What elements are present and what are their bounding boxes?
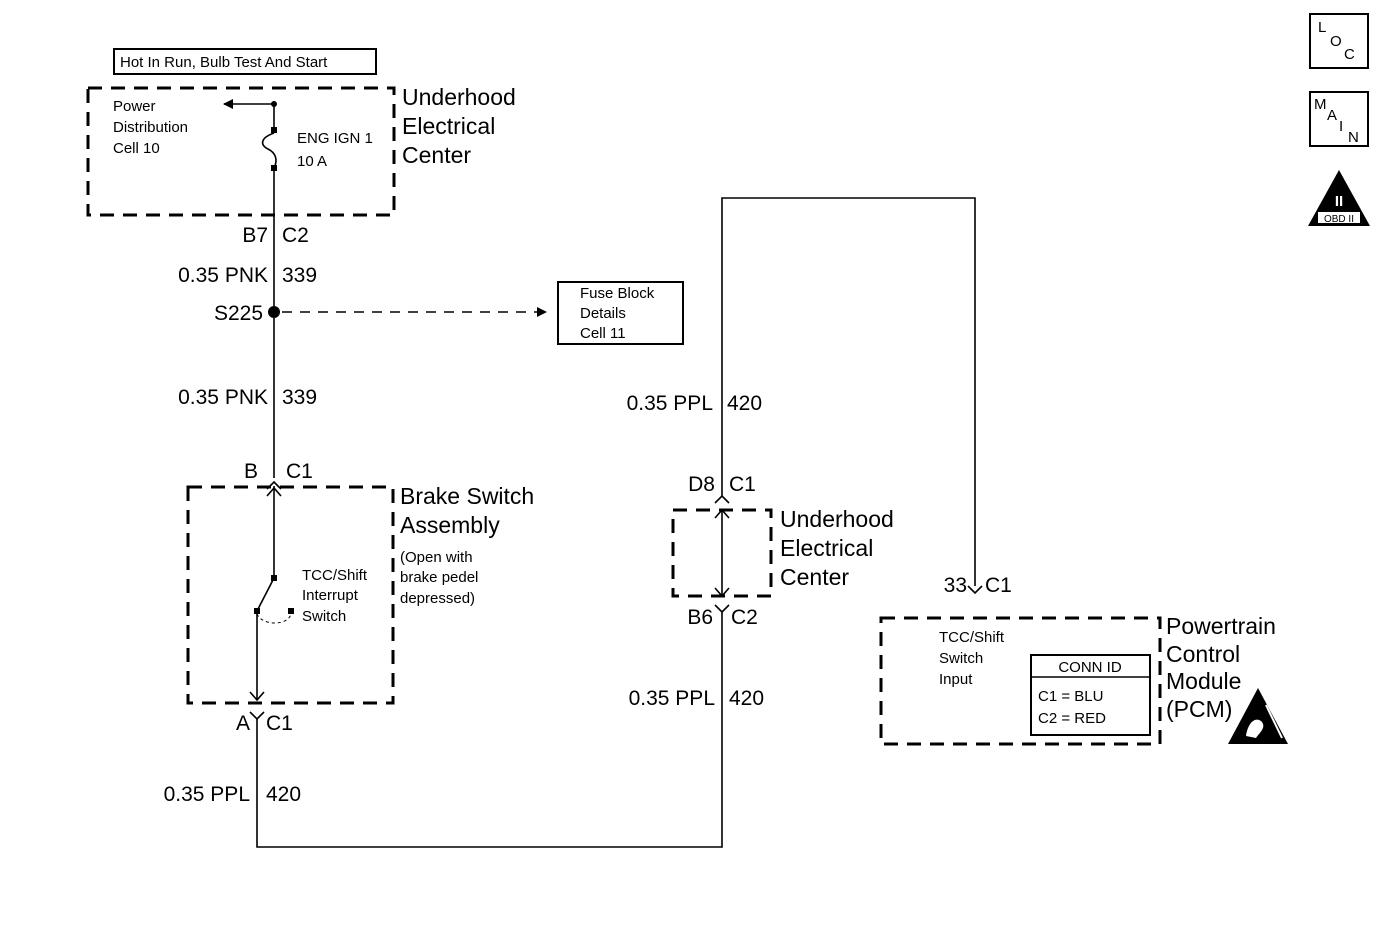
fuse-rating: 10 A [297, 153, 327, 170]
conn-id-box [1030, 654, 1151, 736]
underhood-mid-jumper-arrow-bottom [714, 587, 730, 598]
fuse-terminal-top [271, 127, 277, 133]
underhood-mid-jumper-arrow-top [714, 508, 730, 519]
fuse-block-line-3: Cell 11 [580, 325, 626, 342]
underhood-top-boundary [86, 86, 396, 217]
wire-420-brake-gauge: 0.35 PPL [164, 783, 250, 806]
power-dist-line-2: Distribution [113, 119, 188, 136]
brake-note-3: depressed) [400, 590, 475, 607]
main-letter-i: I [1339, 118, 1343, 135]
pcm-title-2: Control [1166, 641, 1240, 667]
brake-internal-top-arrow [266, 486, 282, 497]
loc-letter-o: O [1330, 33, 1342, 50]
fuse-block-line-1: Fuse Block [580, 285, 655, 302]
obd-ii-icon[interactable]: II OBD II [1308, 170, 1370, 226]
underhood-top-title-1: Underhood [402, 84, 516, 110]
underhood-mid-title-1: Underhood [780, 506, 894, 532]
conn-id-row-2: C2 = RED [1038, 710, 1106, 727]
brake-connector-bottom-symbol [249, 711, 265, 721]
underhood-mid-pin-top: D8 [688, 473, 715, 496]
pcm-input-2: Switch [939, 650, 983, 667]
underhood-mid-connector-bottom-symbol [714, 604, 730, 614]
power-dist-line-3: Cell 10 [113, 140, 160, 157]
pcm-connector: C1 [985, 574, 1012, 597]
esd-warning-icon [1228, 688, 1288, 744]
wire-420-brake-circuit: 420 [266, 783, 301, 806]
brake-switch-blade [256, 577, 275, 612]
switch-name-line-1: TCC/Shift [302, 567, 368, 584]
pcm-pin: 33 [944, 574, 967, 597]
fuse-block-ref[interactable]: Fuse Block Details Cell 11 [557, 281, 684, 345]
underhood-top-connector: C2 [282, 224, 309, 247]
brake-pin-top: B [244, 460, 258, 483]
wire-420-mid-lower-gauge: 0.35 PPL [629, 687, 715, 710]
loc-icon[interactable]: L O C [1309, 13, 1369, 69]
pcm-title-1: Powertrain [1166, 613, 1276, 639]
pcm-boundary [879, 616, 1162, 746]
brake-internal-bottom-arrow [249, 691, 265, 702]
pcm-input-1: TCC/Shift [939, 629, 1005, 646]
fuse-name: ENG IGN 1 [297, 130, 373, 147]
brake-title-1: Brake Switch [400, 483, 534, 509]
underhood-mid-title-3: Center [780, 564, 849, 590]
conn-id-row-1: C1 = BLU [1038, 688, 1103, 705]
splice-s225 [268, 306, 280, 318]
brake-note-1: (Open with [400, 549, 473, 566]
obd-ii-symbol: II [1335, 193, 1343, 210]
pcm-title-4: (PCM) [1166, 696, 1232, 722]
main-letter-m: M [1314, 96, 1327, 113]
fuse-block-ref-box [557, 281, 684, 345]
underhood-top-title-2: Electrical [402, 113, 495, 139]
pcm-input-3: Input [939, 671, 973, 688]
fuse-block-line-2: Details [580, 305, 626, 322]
brake-switch-linkage [256, 613, 292, 624]
main-letter-n: N [1348, 129, 1359, 146]
power-label: Hot In Run, Bulb Test And Start [120, 54, 328, 71]
switch-name-line-2: Interrupt [302, 587, 359, 604]
underhood-mid-pin-bottom: B6 [687, 606, 713, 629]
underhood-top-pin: B7 [242, 224, 268, 247]
loc-icon-frame [1309, 13, 1369, 69]
brake-conn-bottom: C1 [266, 712, 293, 735]
obd-ii-label: OBD II [1324, 214, 1354, 225]
wire-420-brake-out [256, 612, 723, 848]
wire-420-mid-upper-circuit: 420 [727, 392, 762, 415]
brake-title-2: Assembly [400, 512, 500, 538]
pcm-title-3: Module [1166, 668, 1241, 694]
fuse-icon [261, 132, 277, 169]
loc-letter-c: C [1344, 46, 1355, 63]
conn-id-table: CONN ID C1 = BLU C2 = RED [1030, 654, 1151, 736]
splice-name: S225 [214, 302, 263, 325]
underhood-mid-connector-top-symbol [714, 494, 730, 504]
wire-339-lower-gauge: 0.35 PNK [178, 386, 268, 409]
wire-420-mid-lower-circuit: 420 [729, 687, 764, 710]
wire-420-mid-upper-gauge: 0.35 PPL [627, 392, 713, 415]
power-label-box [113, 48, 377, 75]
wire-339-lower-circuit: 339 [282, 386, 317, 409]
pcm-connector-symbol [967, 585, 983, 595]
main-icon-frame [1309, 91, 1369, 147]
underhood-mid-title-2: Electrical [780, 535, 873, 561]
obd-ii-label-bg [1318, 212, 1360, 223]
brake-note-2: brake pedel [400, 569, 478, 586]
switch-name-line-3: Switch [302, 608, 346, 625]
loc-letter-l: L [1318, 19, 1326, 36]
main-letter-a: A [1327, 107, 1337, 124]
wire-420-to-pcm [721, 197, 976, 586]
brake-switch-contact-open [288, 608, 294, 614]
underhood-mid-conn-bottom: C2 [731, 606, 758, 629]
power-dist-line-1: Power [113, 98, 156, 115]
underhood-mid-conn-top: C1 [729, 473, 756, 496]
main-icon[interactable]: M A I N [1309, 91, 1369, 147]
wire-339-upper-circuit: 339 [282, 264, 317, 287]
conn-id-header: CONN ID [1058, 659, 1122, 676]
switch-name: TCC/Shift Interrupt Switch [302, 567, 368, 625]
brake-pin-bottom: A [236, 712, 250, 735]
brake-conn-top: C1 [286, 460, 313, 483]
brake-switch-boundary [186, 485, 395, 705]
wire-339-upper-gauge: 0.35 PNK [178, 264, 268, 287]
underhood-top-title-3: Center [402, 142, 471, 168]
power-distribution-label[interactable]: Power Distribution Cell 10 [113, 98, 188, 157]
